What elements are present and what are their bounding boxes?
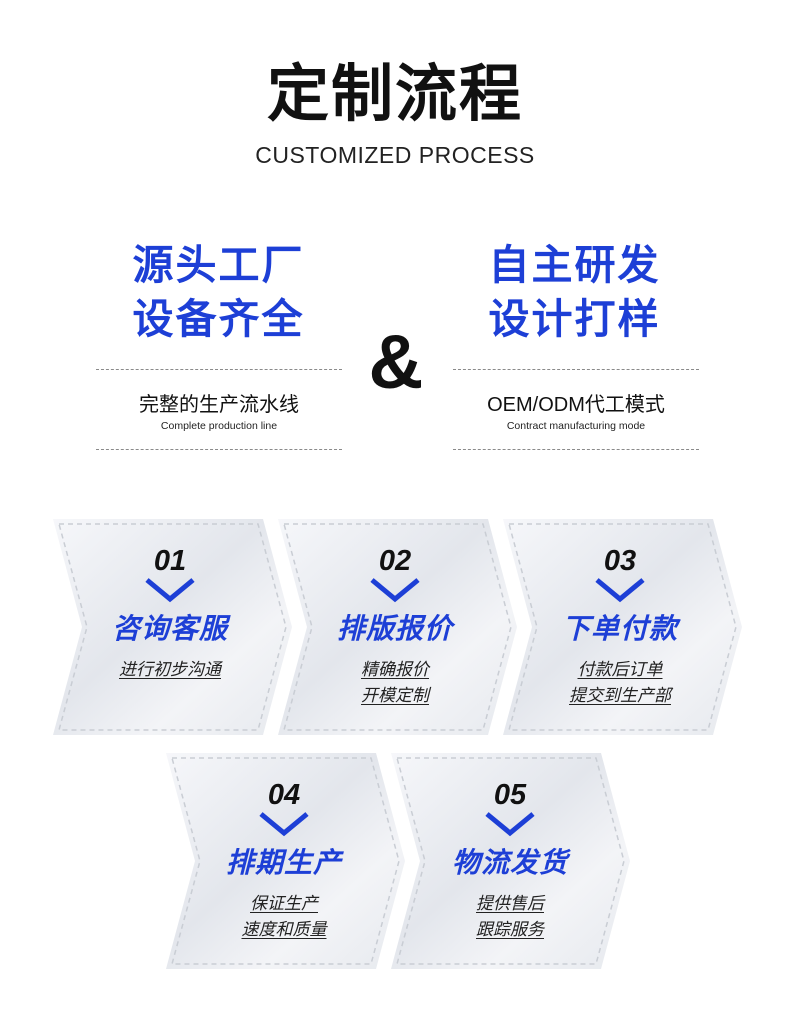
step-description: 保证生产 速度和质量 (241, 894, 327, 940)
step-title: 下单付款 (561, 612, 678, 645)
step-card-03 (503, 519, 742, 735)
step-card-05 (391, 753, 630, 969)
process-step-03: 03 下单付款 付款后订单 提交到生产部 (500, 545, 740, 709)
left-caption-en: Complete production line (160, 420, 278, 432)
process-step-04: 04 排期生产 保证生产 速度和质量 (164, 779, 404, 943)
process-step-02: 02 排版报价 精确报价 开模定制 (275, 545, 515, 709)
right-caption-en: Contract manufacturing mode (506, 420, 646, 432)
left-feature-line2: 设备齐全 (132, 295, 305, 343)
step-number: 03 (603, 545, 637, 577)
chevron-down-icon (390, 811, 630, 837)
left-feature-line1: 源头工厂 (132, 241, 305, 289)
right-caption-cn: OEM/ODM代工模式 (487, 394, 665, 416)
chevron-down-icon (50, 577, 290, 603)
left-caption-cn: 完整的生产流水线 (139, 392, 299, 416)
chevron-down-icon (275, 577, 515, 603)
process-step-01: 01 咨询客服 进行初步沟通 (50, 545, 290, 683)
page-title: 定制流程 (266, 57, 523, 130)
process-step-05: 05 物流发货 提供售后 跟踪服务 (390, 779, 630, 943)
divider (96, 369, 342, 370)
step-card-04 (166, 753, 405, 969)
step-description: 精确报价 开模定制 (361, 660, 429, 706)
step-card-02 (278, 519, 517, 735)
page-subtitle: CUSTOMIZED PROCESS (255, 142, 535, 168)
step-description: 提供售后 跟踪服务 (476, 894, 544, 940)
step-description: 进行初步沟通 (119, 660, 221, 680)
divider (96, 449, 342, 450)
step-description: 付款后订单 提交到生产部 (569, 660, 671, 706)
chevron-down-icon (500, 577, 740, 603)
right-feature-line2: 设计打样 (488, 295, 661, 343)
step-number: 04 (267, 779, 301, 811)
step-card-01 (53, 519, 292, 735)
step-title: 咨询客服 (111, 612, 228, 645)
ampersand: & (368, 320, 424, 405)
step-number: 01 (153, 545, 187, 577)
chevron-down-icon (164, 811, 404, 837)
step-title: 物流发货 (451, 846, 568, 879)
divider (453, 369, 699, 370)
step-title: 排版报价 (336, 612, 453, 645)
divider (453, 449, 699, 450)
step-title: 排期生产 (225, 846, 342, 879)
step-number: 02 (378, 545, 412, 577)
right-feature-line1: 自主研发 (488, 241, 661, 289)
step-number: 05 (493, 779, 527, 811)
